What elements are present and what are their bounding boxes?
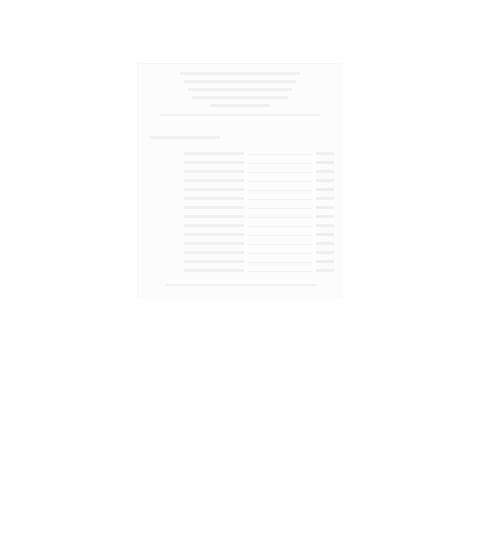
- row-value: [316, 170, 334, 173]
- row-label: [184, 179, 244, 182]
- row-label: [184, 215, 244, 218]
- document-rows: [184, 150, 334, 276]
- row-label: [184, 233, 244, 236]
- row-leader: [248, 190, 312, 191]
- list-item: [184, 159, 334, 167]
- header-line: [184, 80, 296, 83]
- document-footer: [166, 284, 316, 286]
- row-leader: [248, 235, 312, 236]
- row-label: [184, 269, 244, 272]
- row-value: [316, 251, 334, 254]
- row-value: [316, 188, 334, 191]
- row-leader: [248, 172, 312, 173]
- row-value: [316, 233, 334, 236]
- list-item: [184, 267, 334, 275]
- row-label: [184, 206, 244, 209]
- row-leader: [248, 154, 312, 155]
- row-value: [316, 161, 334, 164]
- row-label: [184, 242, 244, 245]
- header-line: [188, 88, 292, 91]
- row-value: [316, 152, 334, 155]
- list-item: [184, 240, 334, 248]
- list-item: [184, 231, 334, 239]
- header-line: [180, 72, 300, 75]
- row-leader: [248, 163, 312, 164]
- row-leader: [248, 244, 312, 245]
- list-item: [184, 177, 334, 185]
- row-leader: [248, 271, 312, 272]
- document-subheader: [160, 114, 320, 116]
- row-leader: [248, 253, 312, 254]
- document-page: [137, 63, 342, 298]
- list-item: [184, 258, 334, 266]
- list-item: [184, 195, 334, 203]
- row-value: [316, 179, 334, 182]
- list-item: [184, 186, 334, 194]
- row-leader: [248, 217, 312, 218]
- row-value: [316, 260, 334, 263]
- list-item: [184, 249, 334, 257]
- row-leader: [248, 208, 312, 209]
- row-value: [316, 242, 334, 245]
- row-leader: [248, 262, 312, 263]
- list-item: [184, 213, 334, 221]
- row-leader: [248, 199, 312, 200]
- list-item: [184, 222, 334, 230]
- row-value: [316, 269, 334, 272]
- list-item: [184, 168, 334, 176]
- row-value: [316, 215, 334, 218]
- header-line: [192, 96, 288, 99]
- row-value: [316, 206, 334, 209]
- row-leader: [248, 226, 312, 227]
- list-item: [184, 150, 334, 158]
- row-label: [184, 197, 244, 200]
- row-label: [184, 251, 244, 254]
- row-leader: [248, 181, 312, 182]
- section-label: [150, 136, 220, 139]
- row-label: [184, 260, 244, 263]
- header-line: [210, 104, 270, 107]
- list-item: [184, 204, 334, 212]
- row-label: [184, 161, 244, 164]
- row-label: [184, 170, 244, 173]
- document-header: [180, 70, 300, 108]
- row-label: [184, 152, 244, 155]
- row-label: [184, 188, 244, 191]
- row-value: [316, 224, 334, 227]
- row-label: [184, 224, 244, 227]
- row-value: [316, 197, 334, 200]
